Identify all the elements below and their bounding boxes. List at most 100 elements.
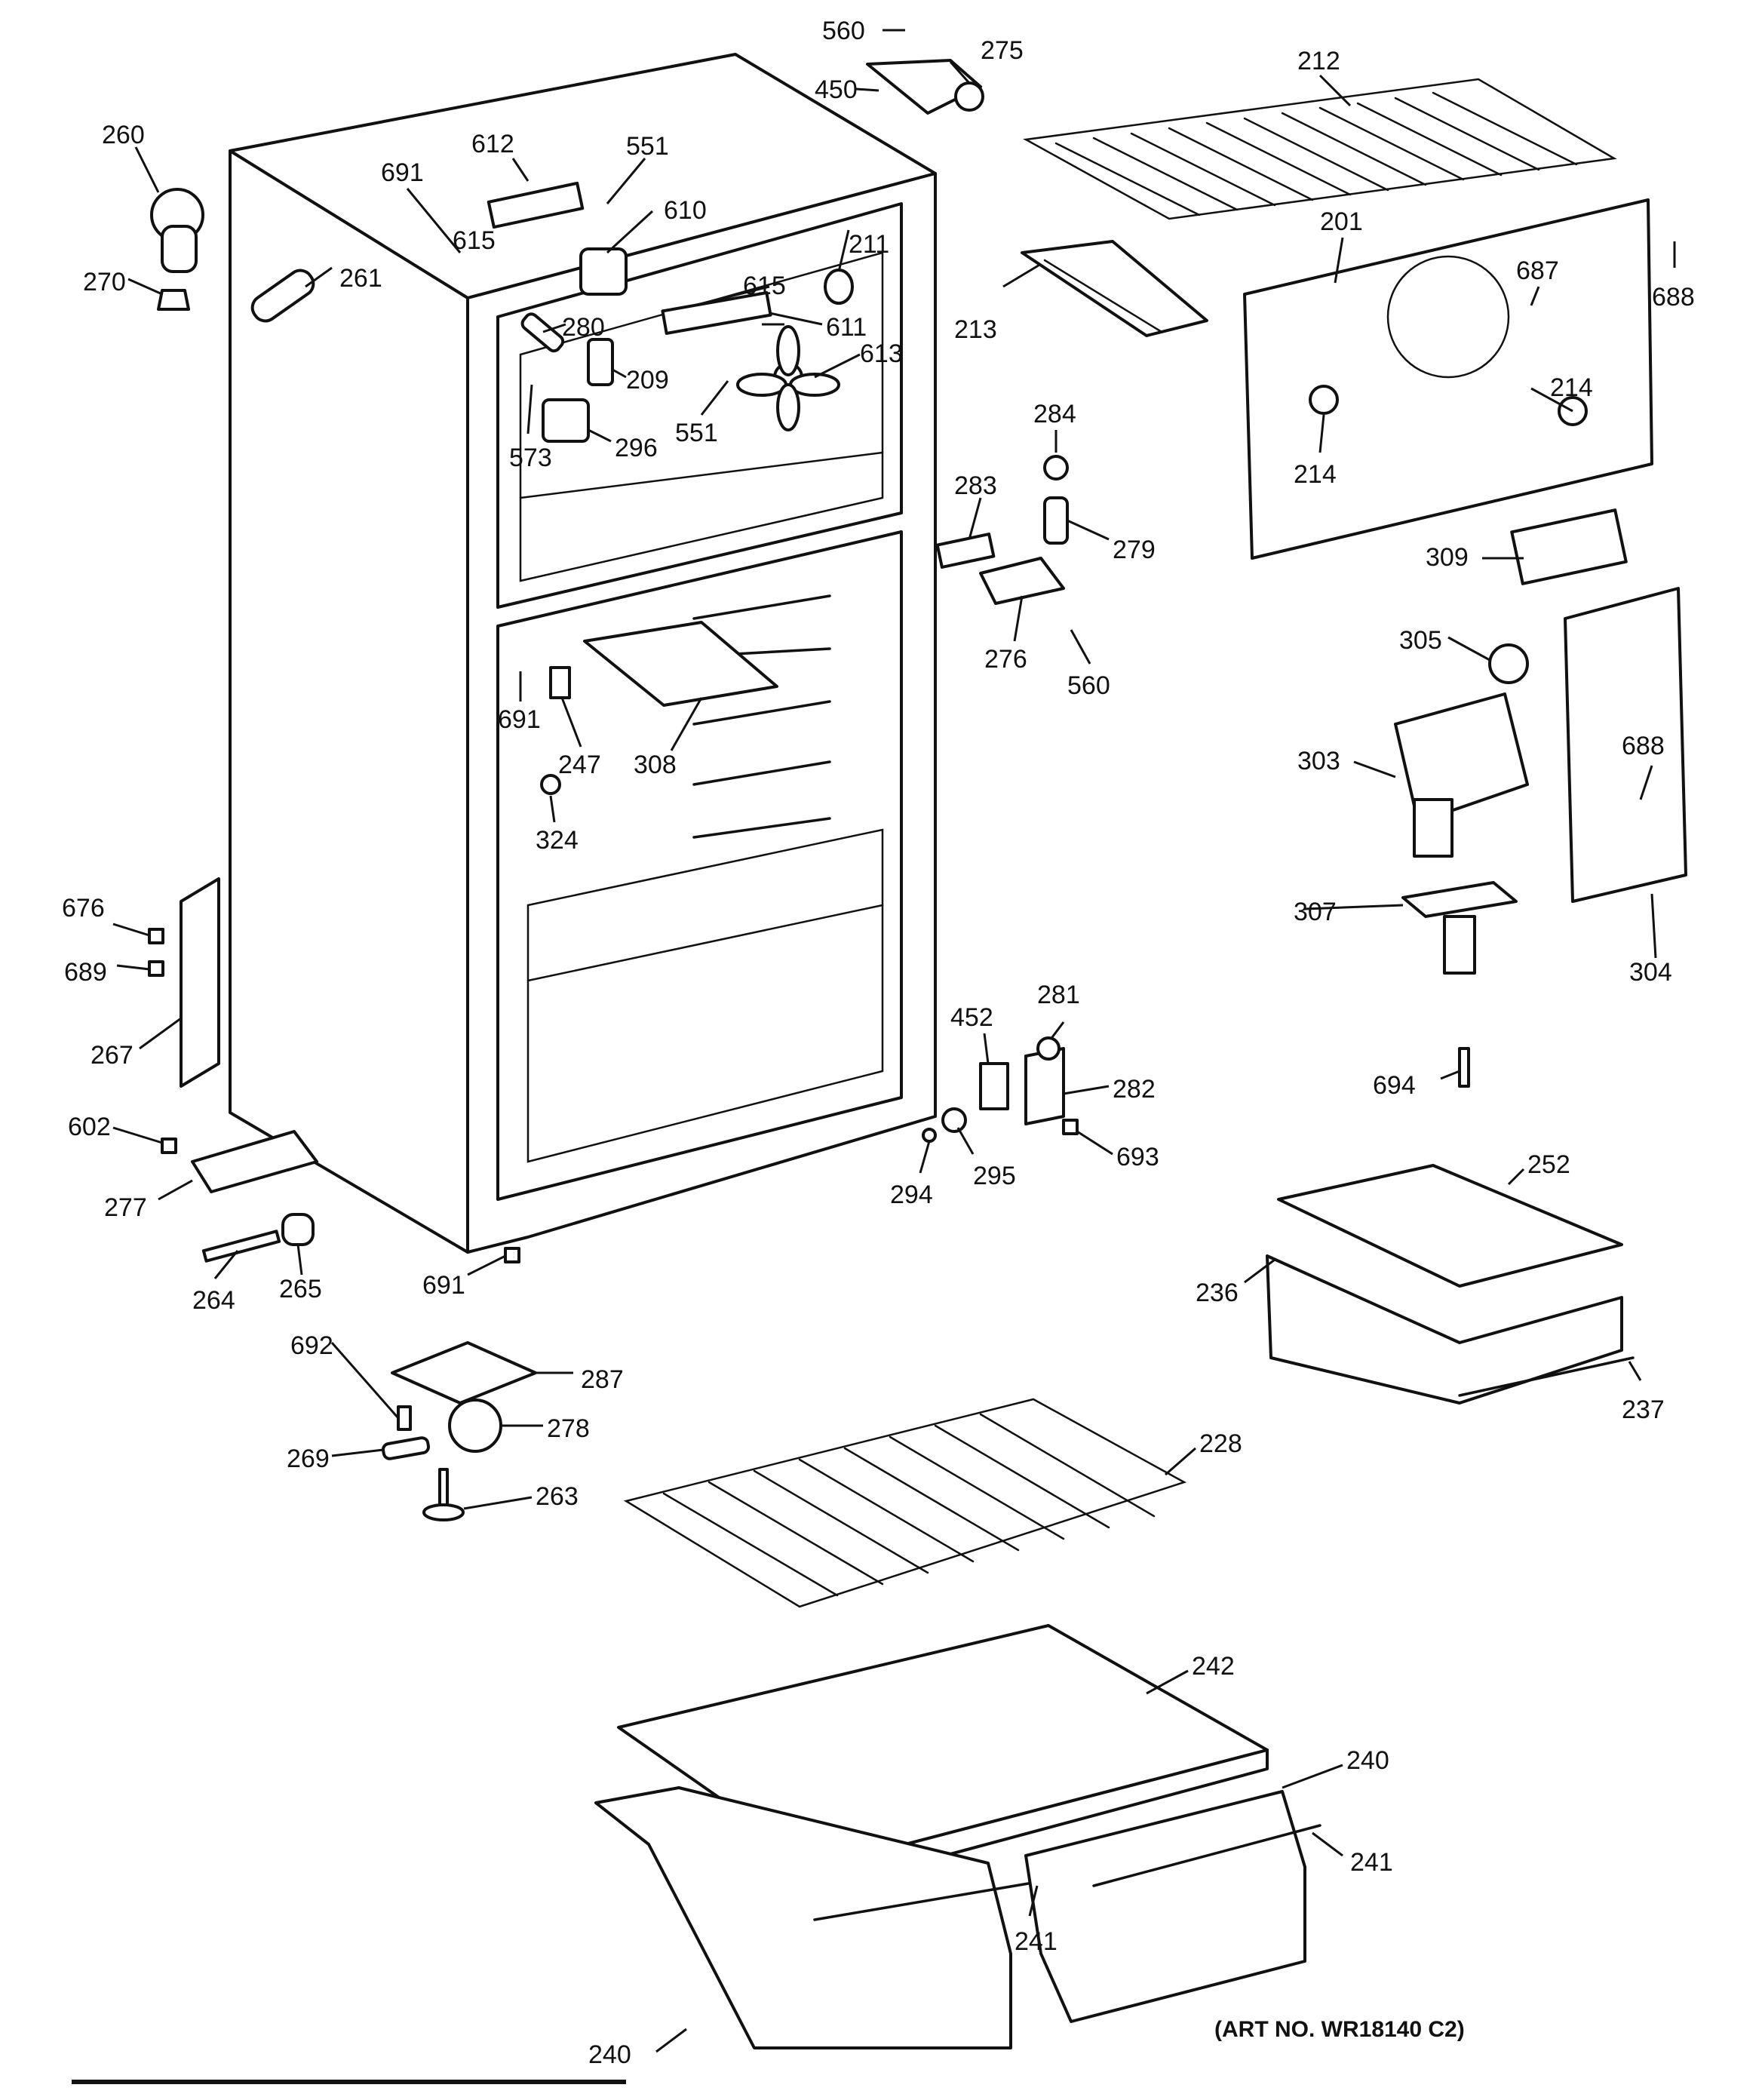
callout-214-left: 214	[1294, 460, 1337, 489]
callout-275: 275	[981, 36, 1024, 65]
washer-281	[1036, 1036, 1061, 1061]
wire-shelf-228	[623, 1398, 1187, 1608]
crisper-drawer-left	[594, 1786, 1039, 2049]
screw-689	[148, 960, 164, 977]
callout-240-left: 240	[588, 2040, 631, 2069]
callout-277: 277	[104, 1193, 147, 1222]
crisper-pan-236	[1266, 1254, 1623, 1405]
callout-247: 247	[558, 751, 601, 779]
callout-676: 676	[62, 894, 105, 923]
callout-labels: 560 275 450 212 260 691 612 551 610 201 …	[62, 17, 1695, 2069]
screw-693	[1062, 1119, 1079, 1135]
callout-228: 228	[1199, 1429, 1242, 1458]
plug-270	[157, 289, 190, 311]
callout-296: 296	[615, 434, 658, 462]
center-hinge-276	[979, 557, 1065, 605]
bracket-611	[661, 291, 772, 335]
drain-fitting-260	[150, 188, 204, 273]
tube-280	[520, 312, 565, 353]
screw-694	[1458, 1047, 1470, 1088]
block-452	[979, 1062, 1009, 1110]
callout-303: 303	[1297, 747, 1340, 775]
fan-blade-613	[736, 325, 840, 431]
callout-305: 305	[1399, 626, 1442, 655]
callout-214-right: 214	[1550, 373, 1593, 402]
callout-324: 324	[536, 826, 579, 855]
callout-283: 283	[954, 471, 997, 500]
callout-452: 452	[950, 1003, 993, 1032]
bracket-277	[191, 1130, 318, 1193]
callout-282: 282	[1113, 1075, 1156, 1104]
roller-265	[281, 1213, 315, 1246]
leveler-263	[422, 1468, 465, 1521]
callout-261: 261	[339, 264, 382, 293]
label-309	[1510, 508, 1628, 585]
callout-602: 602	[68, 1113, 111, 1141]
chute-303	[1413, 798, 1453, 858]
freezer-compartment	[496, 202, 903, 609]
callout-252: 252	[1527, 1150, 1570, 1179]
stop-295	[941, 1107, 967, 1133]
callout-294: 294	[890, 1180, 933, 1209]
screw-676	[148, 928, 164, 944]
callout-615-right: 615	[743, 272, 786, 300]
shim-283	[935, 533, 996, 569]
callout-240-right: 240	[1346, 1746, 1389, 1775]
callout-610: 610	[664, 196, 707, 225]
callout-611: 611	[826, 313, 867, 342]
crisper-cover-252	[1277, 1164, 1623, 1288]
bracket-287	[391, 1341, 537, 1405]
callout-265: 265	[279, 1275, 322, 1303]
callout-615-left: 615	[453, 226, 496, 255]
callout-284: 284	[1033, 400, 1076, 428]
callout-692: 692	[290, 1331, 333, 1360]
hinge-267	[180, 877, 220, 1088]
callout-242: 242	[1192, 1652, 1235, 1681]
fresh-food-compartment	[496, 530, 903, 1201]
callout-269: 269	[287, 1445, 330, 1473]
callout-309: 309	[1426, 543, 1469, 572]
callout-307: 307	[1294, 898, 1337, 926]
callout-560-mid: 560	[1067, 671, 1110, 700]
gear-305	[1488, 643, 1529, 684]
cabinet	[229, 53, 937, 1254]
callout-560-top: 560	[822, 17, 865, 45]
callout-295: 295	[973, 1162, 1016, 1190]
callout-260: 260	[102, 121, 145, 149]
callout-693: 693	[1116, 1143, 1159, 1171]
callout-241-right: 241	[1350, 1848, 1393, 1877]
callout-237: 237	[1622, 1395, 1665, 1424]
callout-201: 201	[1320, 207, 1363, 236]
callout-276: 276	[984, 645, 1027, 674]
crisper-drawer-right	[1024, 1790, 1322, 2023]
callout-450: 450	[815, 75, 858, 104]
plug-324	[540, 774, 561, 795]
callout-213: 213	[954, 315, 997, 344]
callout-308: 308	[634, 751, 677, 779]
screw-692	[397, 1405, 412, 1431]
screw-602	[161, 1138, 177, 1154]
callout-613: 613	[860, 339, 903, 368]
ice-tray	[1021, 240, 1208, 337]
callout-278: 278	[547, 1414, 590, 1443]
callout-694: 694	[1373, 1071, 1416, 1100]
callout-304: 304	[1629, 958, 1672, 987]
callout-267: 267	[91, 1041, 134, 1070]
roller-278	[448, 1398, 502, 1453]
callout-279: 279	[1113, 536, 1156, 564]
handle-237	[1458, 1356, 1635, 1397]
callout-688-top: 688	[1652, 283, 1695, 312]
axle-264	[201, 1230, 281, 1263]
callout-691-bottom: 691	[422, 1271, 465, 1300]
callout-211: 211	[849, 230, 889, 259]
grommet-211	[824, 269, 854, 305]
callout-209: 209	[626, 366, 669, 395]
bucket-303	[1394, 692, 1529, 824]
leader-lines	[112, 29, 1676, 2053]
callout-270: 270	[83, 268, 126, 296]
dispenser-housing-304	[1564, 587, 1687, 903]
callout-691-top: 691	[381, 158, 424, 187]
housing-296	[542, 398, 590, 443]
callout-612: 612	[471, 130, 514, 158]
